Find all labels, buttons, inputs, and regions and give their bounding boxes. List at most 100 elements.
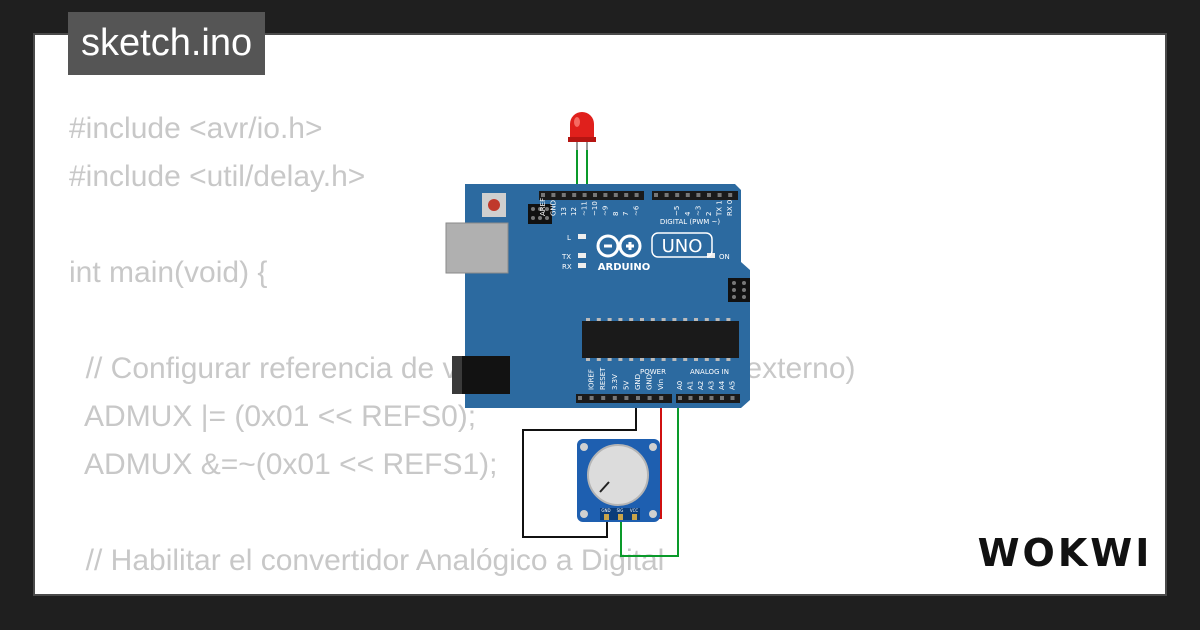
chip-pin xyxy=(629,358,634,361)
chip-pin xyxy=(607,318,612,321)
chip-pin xyxy=(704,318,709,321)
pin-label: Vin xyxy=(657,379,665,390)
wokwi-logo-icon: WOKWI xyxy=(978,531,1153,575)
pin-label: 4 xyxy=(684,211,692,216)
pin-label: ~3 xyxy=(694,206,702,216)
pot-pin-vcc: VCC xyxy=(630,508,639,513)
header-pin xyxy=(624,396,629,400)
chip-pin xyxy=(704,358,709,361)
wokwi-logo-text: WOKWI xyxy=(978,531,1153,575)
led-label-l: L xyxy=(567,234,571,242)
wire-a0 xyxy=(620,398,679,557)
pin-label: A4 xyxy=(718,380,726,390)
header-pin xyxy=(699,396,703,400)
digital-label: DIGITAL (PWM ~) xyxy=(660,218,721,226)
header-pin xyxy=(612,396,617,400)
chip-pin xyxy=(661,358,666,361)
header-pin xyxy=(728,193,733,197)
header-pin xyxy=(582,193,587,197)
on-label: ON xyxy=(719,253,730,261)
led-label-rx: RX xyxy=(562,263,572,271)
chip-pin xyxy=(618,358,623,361)
chip-pin xyxy=(715,318,720,321)
chip-pin xyxy=(618,318,623,321)
header-pin xyxy=(659,396,664,400)
header-pin xyxy=(685,193,690,197)
header-pin xyxy=(678,396,682,400)
header-pin xyxy=(654,193,658,197)
header-pin xyxy=(624,193,629,197)
header-pin xyxy=(730,396,735,400)
pin-label: ~6 xyxy=(633,205,641,216)
chip-pin xyxy=(596,358,601,361)
pin-label: A3 xyxy=(708,381,716,390)
code-line: ADMUX &=~(0x01 << REFS1); xyxy=(69,448,498,481)
code-line: #include <avr/io.h> xyxy=(69,112,323,145)
code-line: ADMUX |= (0x01 << REFS0); xyxy=(69,400,477,433)
chip-pin xyxy=(672,318,677,321)
pin-label: RESET xyxy=(599,367,607,390)
chip-pin xyxy=(726,358,731,361)
header-pin xyxy=(688,396,693,400)
arduino-infinity-logo-icon xyxy=(596,234,642,258)
pin-label: 7 xyxy=(622,212,630,216)
pin-label: A2 xyxy=(697,381,705,390)
header-pin xyxy=(541,193,545,197)
code-line: ADCSRA |= (0x01 << ADEN); xyxy=(69,585,856,594)
sketch-title: sketch.ino xyxy=(68,12,266,75)
pin-label: A5 xyxy=(729,381,737,390)
code-line: #include <util/delay.h> xyxy=(69,160,366,193)
chip-pin xyxy=(640,358,644,361)
header-pin xyxy=(717,193,722,197)
board-brand: ARDUINO xyxy=(598,262,650,273)
pin-label: RX 0 xyxy=(726,200,734,216)
led-icon[interactable] xyxy=(568,112,596,150)
pin-label: GND xyxy=(646,374,654,390)
header-pin xyxy=(647,396,652,400)
chip-pin xyxy=(596,318,601,321)
chip-pin xyxy=(607,358,612,361)
header-pin xyxy=(593,193,597,197)
header-pin xyxy=(578,396,582,400)
chip-pin xyxy=(683,358,688,361)
pin-label: 2 xyxy=(705,212,713,216)
pin-label: 3.3V xyxy=(611,374,619,390)
chip-pin xyxy=(586,318,590,321)
chip-pin xyxy=(694,318,698,321)
pin-label: GND xyxy=(549,200,557,216)
header-pin xyxy=(572,193,577,197)
chip-pin xyxy=(672,358,677,361)
header-pin xyxy=(551,193,556,197)
power-label: POWER xyxy=(640,368,666,376)
pin-label: 13 xyxy=(560,207,568,216)
pin-label: ~9 xyxy=(601,206,609,216)
pin-label: A1 xyxy=(687,381,695,390)
pot-pin-gnd: GND xyxy=(601,508,610,513)
header-pin xyxy=(561,193,566,197)
pin-label: IOREF xyxy=(588,369,596,390)
chip-pin xyxy=(586,358,590,361)
pin-label: 5V xyxy=(622,381,630,390)
pot-pin-sig: SIG xyxy=(617,508,624,513)
header-pin xyxy=(707,193,711,197)
led-label-tx: TX xyxy=(561,253,571,261)
header-pin xyxy=(603,193,608,197)
chip-pin xyxy=(683,318,688,321)
chip-pin xyxy=(726,318,731,321)
chip-pin xyxy=(661,318,666,321)
code-line: // Habilitar el convertidor Analógico a … xyxy=(69,544,665,577)
analog-label: ANALOG IN xyxy=(690,368,729,376)
board-model: UNO xyxy=(662,236,703,257)
chip-pin xyxy=(715,358,720,361)
potentiometer-icon[interactable]: GND SIG VCC xyxy=(577,439,660,522)
pin-label: 12 xyxy=(570,207,578,216)
pin-label: ~5 xyxy=(673,206,681,216)
header-pin xyxy=(720,396,724,400)
pin-label: AREF xyxy=(539,198,547,216)
chip-pin xyxy=(629,318,634,321)
pin-label: TX 1 xyxy=(716,200,724,217)
chip-pin xyxy=(694,358,698,361)
header-pin xyxy=(589,396,594,400)
